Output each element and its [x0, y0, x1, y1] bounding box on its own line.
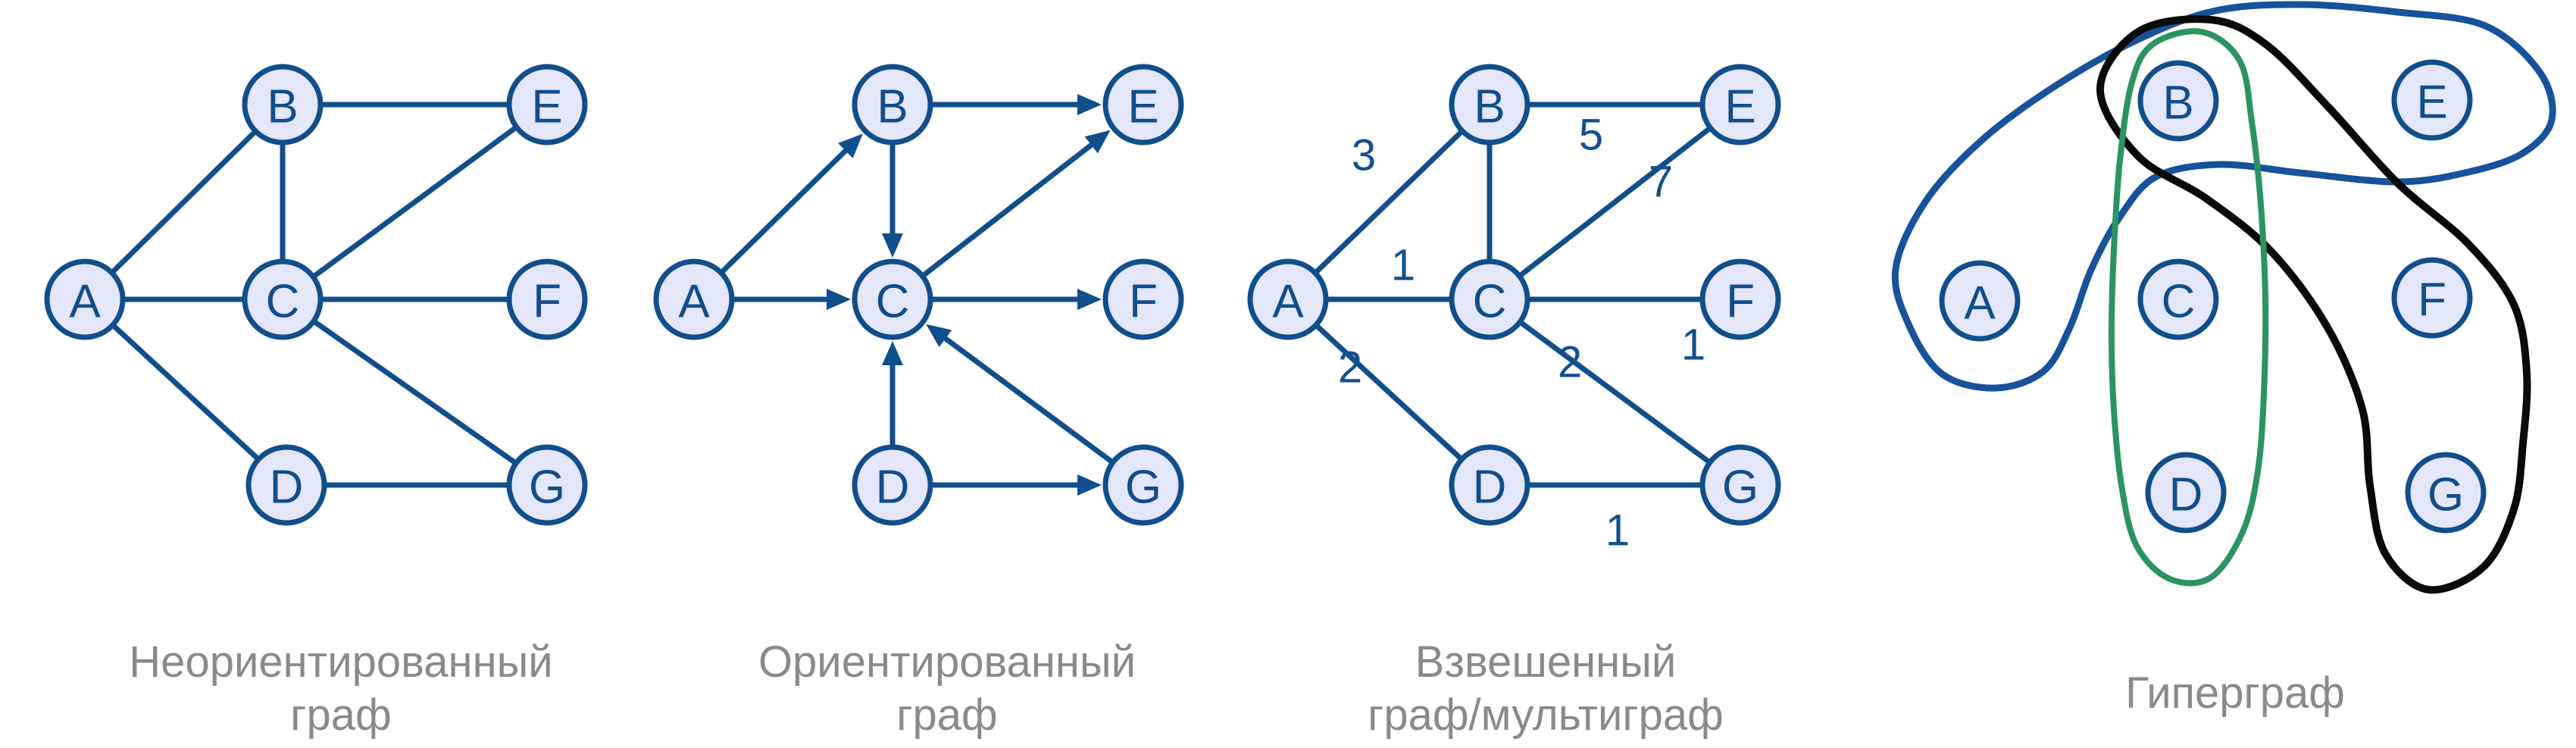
node-C-undirected — [242, 258, 324, 340]
black-hyperedge-B-F-G — [2096, 15, 2531, 594]
weight-label-C-E: 7 — [1649, 158, 1673, 207]
node-F-directed — [1102, 258, 1184, 340]
node-label-E-directed: E — [1127, 81, 1158, 133]
node-G-undirected — [506, 444, 588, 526]
caption-weighted-line-2: граф/мультиграф — [1368, 690, 1724, 740]
node-A-directed — [653, 258, 735, 340]
node-label-C-directed: C — [876, 276, 910, 328]
node-label-B-hypergraph: B — [2162, 77, 2193, 130]
node-A-weighted — [1247, 258, 1329, 340]
arrowhead-C-E — [1084, 130, 1111, 154]
node-E-undirected — [506, 64, 588, 146]
node-A-undirected — [44, 258, 126, 340]
node-G-hypergraph — [2405, 452, 2487, 534]
node-label-B-weighted: B — [1474, 81, 1505, 133]
node-label-A-undirected: A — [69, 276, 101, 328]
arrowhead-A-B — [838, 133, 863, 158]
node-E-hypergraph — [2391, 59, 2473, 141]
arrowhead-D-G — [1077, 474, 1102, 496]
edge-C-G — [1487, 297, 1743, 487]
arrowhead-B-C — [882, 233, 903, 258]
node-A-hypergraph — [1939, 260, 2021, 342]
node-label-D-directed: D — [876, 462, 910, 514]
weight-label-C-G: 2 — [1558, 338, 1582, 387]
node-G-weighted — [1699, 444, 1781, 526]
node-D-hypergraph — [2145, 452, 2227, 534]
node-label-A-hypergraph: A — [1964, 277, 1996, 330]
node-B-undirected — [242, 64, 324, 146]
node-label-E-hypergraph: E — [2416, 77, 2447, 129]
node-label-C-undirected: C — [266, 276, 300, 328]
weight-label-D-G: 1 — [1605, 506, 1630, 556]
node-D-undirected — [245, 444, 327, 526]
node-label-F-directed: F — [1129, 276, 1158, 328]
edge-C-E — [1487, 102, 1743, 302]
edge-C-G — [280, 297, 549, 487]
caption-directed-line-1: Ориентированный — [758, 637, 1136, 687]
node-C-weighted — [1449, 258, 1530, 340]
caption-weighted-line-1: Взвешенный — [1415, 637, 1677, 687]
node-C-directed — [852, 258, 933, 340]
edge-G-C — [942, 335, 1146, 487]
node-label-A-weighted: A — [1272, 276, 1304, 328]
node-F-weighted — [1699, 258, 1781, 340]
edge-A-D — [83, 297, 289, 487]
arrowhead-D-C — [882, 341, 903, 365]
green-hyperedge-B-C-D — [2109, 28, 2269, 587]
node-label-G-weighted: G — [1722, 462, 1758, 514]
node-label-C-hypergraph: C — [2162, 276, 2196, 328]
node-label-B-directed: B — [877, 81, 908, 133]
node-label-D-undirected: D — [270, 462, 304, 514]
edge-C-E — [280, 102, 549, 302]
node-label-B-undirected: B — [267, 81, 298, 133]
node-E-weighted — [1699, 64, 1781, 146]
weight-label-B-E: 5 — [1579, 111, 1603, 160]
node-label-G-directed: G — [1125, 462, 1161, 514]
node-label-F-undirected: F — [533, 276, 561, 328]
arrowhead-C-F — [1077, 289, 1102, 310]
caption-undirected-line-1: Неориентированный — [129, 637, 552, 687]
node-B-hypergraph — [2137, 60, 2219, 142]
node-F-undirected — [506, 258, 588, 340]
caption-undirected-line-2: граф — [290, 690, 391, 740]
node-G-directed — [1102, 444, 1184, 526]
edge-A-D — [1286, 297, 1492, 487]
node-label-F-weighted: F — [1726, 276, 1755, 328]
node-label-E-weighted: E — [1724, 81, 1755, 133]
node-label-C-weighted: C — [1473, 276, 1507, 328]
node-B-weighted — [1449, 64, 1530, 146]
panel-hypergraph: A B C D E F G Гиперграф — [1891, 1, 2556, 718]
node-label-D-weighted: D — [1473, 462, 1507, 514]
edge-C-E — [890, 141, 1095, 302]
weight-label-C-F: 1 — [1681, 321, 1705, 370]
weight-label-A-B: 3 — [1352, 131, 1376, 180]
arrowhead-B-E — [1077, 94, 1102, 115]
edge-A-B — [1286, 102, 1492, 302]
node-label-G-hypergraph: G — [2428, 469, 2464, 521]
arrowhead-G-C — [926, 324, 952, 348]
node-label-F-hypergraph: F — [2418, 274, 2446, 327]
caption-directed-line-2: граф — [896, 690, 997, 740]
node-label-E-undirected: E — [531, 81, 562, 133]
node-label-A-directed: A — [678, 276, 710, 328]
node-D-weighted — [1449, 444, 1530, 526]
edge-A-B — [83, 102, 285, 302]
node-label-D-hypergraph: D — [2169, 469, 2203, 521]
node-E-directed — [1102, 64, 1184, 146]
arrowhead-A-C — [827, 289, 851, 310]
caption-hypergraph-line-1: Гиперграф — [2125, 668, 2345, 718]
node-B-directed — [852, 64, 933, 146]
weight-label-A-D: 2 — [1338, 343, 1362, 393]
node-D-directed — [852, 444, 933, 526]
node-label-G-undirected: G — [529, 462, 565, 514]
blue-hyperedge-A-B-E — [1891, 1, 2556, 392]
node-C-hypergraph — [2137, 258, 2219, 340]
weight-label-A-C: 1 — [1391, 241, 1415, 290]
node-F-hypergraph — [2391, 257, 2473, 339]
